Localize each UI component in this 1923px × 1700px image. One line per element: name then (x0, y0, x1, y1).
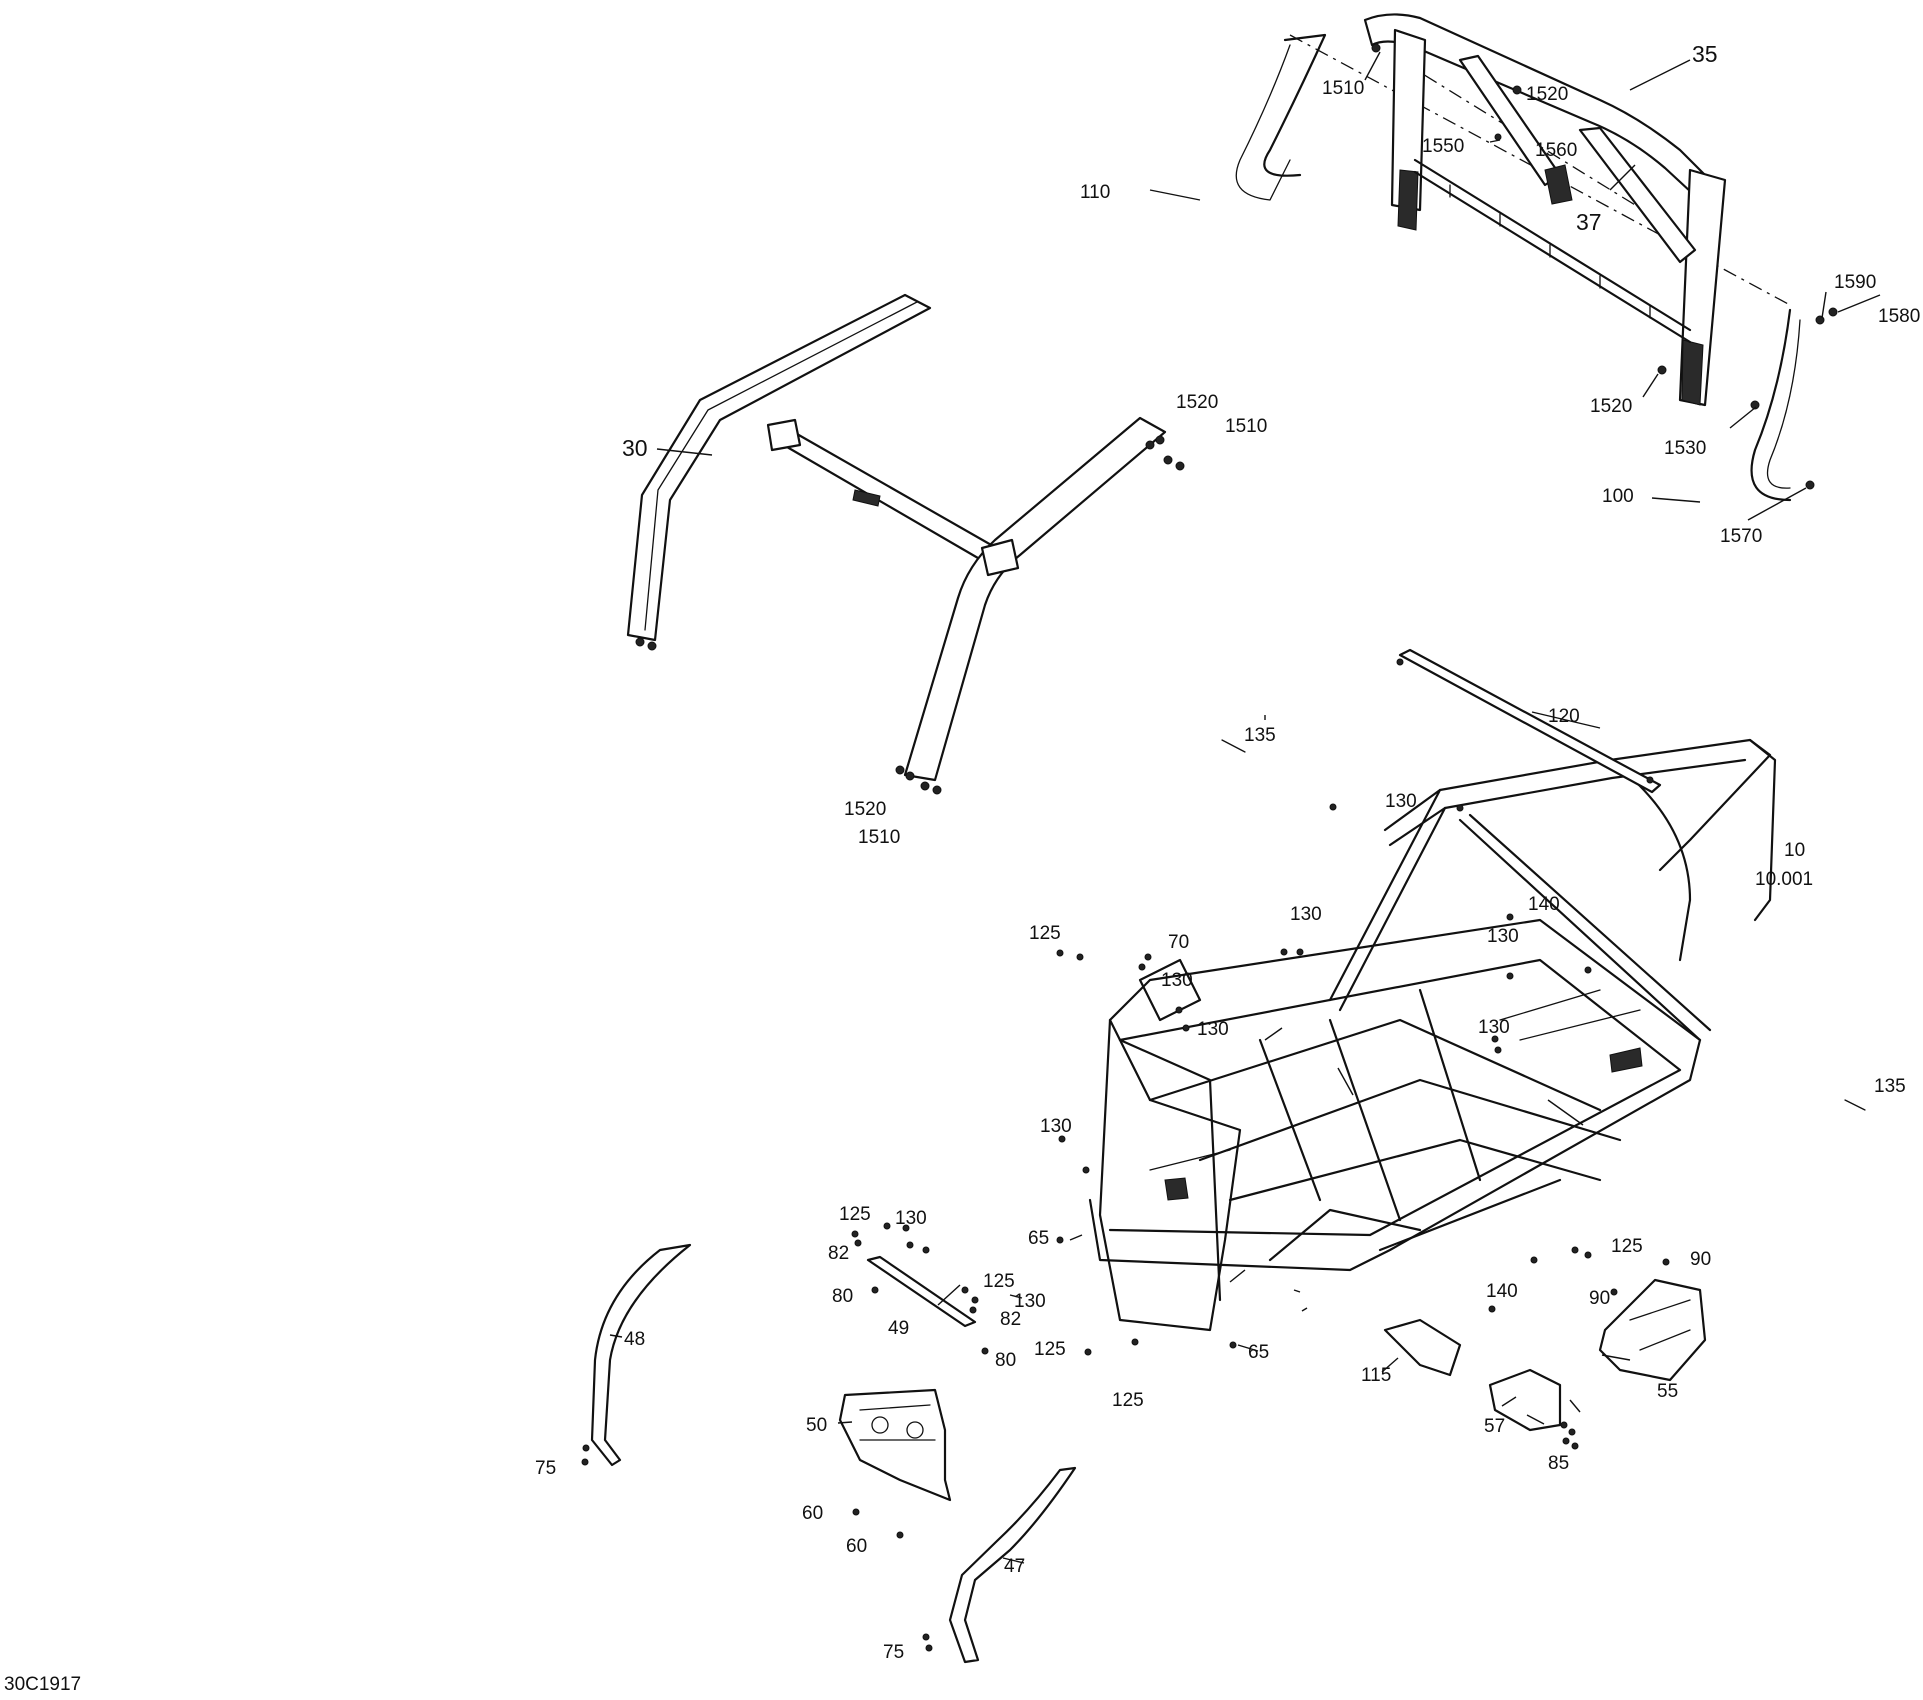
callout-70: 70 (1168, 932, 1189, 953)
callout-1570: 1570 (1720, 526, 1762, 547)
callout-1510-top: 1510 (1322, 78, 1364, 99)
front-cage-bar (626, 293, 1185, 795)
callout-135-a: 135 (1244, 725, 1276, 746)
pin-135-b (1844, 1099, 1866, 1111)
callout-130-f: 130 (1478, 1017, 1510, 1038)
callout-90-a: 90 (1690, 1249, 1711, 1270)
callout-82-a: 82 (828, 1243, 849, 1264)
callout-130-e: 130 (1197, 1019, 1229, 1040)
bracket-115 (1383, 1318, 1462, 1377)
callout-80-a: 80 (832, 1286, 853, 1307)
callout-1530: 1530 (1664, 438, 1706, 459)
pin-135-a (1221, 739, 1246, 753)
callout-125-c: 125 (983, 1271, 1015, 1292)
callout-82-b: 82 (1000, 1309, 1021, 1330)
tube-47 (948, 1466, 1077, 1664)
callout-1550: 1550 (1422, 136, 1464, 157)
callout-125-b: 125 (839, 1204, 871, 1225)
callout-55: 55 (1657, 1381, 1678, 1402)
callout-90-b: 90 (1589, 1288, 1610, 1309)
callout-85: 85 (1548, 1453, 1569, 1474)
callout-125-f: 125 (1611, 1236, 1643, 1257)
callout-80-b: 80 (995, 1350, 1016, 1371)
callout-1560: 1560 (1535, 140, 1577, 161)
callout-1520-top: 1520 (1526, 84, 1568, 105)
callout-130-b: 130 (1290, 904, 1322, 925)
callout-57: 57 (1484, 1416, 1505, 1437)
callout-1510-mid: 1510 (1225, 416, 1267, 437)
tube-48 (590, 1243, 692, 1467)
callout-140: 140 (1528, 894, 1560, 915)
callout-140-b: 140 (1486, 1281, 1518, 1302)
bracket-57 (1488, 1368, 1562, 1432)
callout-49: 49 (888, 1318, 909, 1339)
callout-130-a: 130 (1385, 791, 1417, 812)
callout-48: 48 (624, 1329, 645, 1350)
callout-65-a: 65 (1028, 1228, 1049, 1249)
diagram-reference-code: 30C1917 (4, 1674, 81, 1695)
callout-10: 10 (1784, 840, 1805, 861)
callout-1510-low: 1510 (858, 827, 900, 848)
callout-125-a: 125 (1029, 923, 1061, 944)
callout-50: 50 (806, 1415, 827, 1436)
callout-60-a: 60 (802, 1503, 823, 1524)
plate-49 (866, 1255, 977, 1328)
callout-1520-rear: 1520 (1590, 396, 1632, 417)
callout-125-e: 125 (1112, 1390, 1144, 1411)
leader-lines (609, 51, 1881, 1564)
callout-1520-low: 1520 (844, 799, 886, 820)
callout-1590: 1590 (1834, 272, 1876, 293)
callout-115: 115 (1361, 1365, 1391, 1386)
bracket-55 (1598, 1278, 1707, 1382)
callout-1580: 1580 (1878, 306, 1920, 327)
callout-1520-mid: 1520 (1176, 392, 1218, 413)
callout-47: 47 (1004, 1556, 1025, 1577)
callout-65-b: 65 (1248, 1342, 1269, 1363)
main-frame (1088, 738, 1777, 1332)
callout-125-d: 125 (1034, 1339, 1066, 1360)
callout-37: 37 (1576, 209, 1602, 235)
callout-120: 120 (1548, 706, 1580, 727)
upper-rail-120 (1396, 648, 1662, 794)
callout-130-g: 130 (1040, 1116, 1072, 1137)
callout-135-b: 135 (1874, 1076, 1906, 1097)
callout-130-h: 130 (895, 1208, 927, 1229)
callout-110: 110 (1080, 182, 1110, 203)
fasteners (581, 803, 1670, 1652)
callout-130-c: 130 (1487, 926, 1519, 947)
callout-30: 30 (622, 435, 648, 461)
callout-130-i: 130 (1014, 1291, 1046, 1312)
callout-60-b: 60 (846, 1536, 867, 1557)
rear-cage-assembly (1235, 13, 1838, 502)
callout-75-b: 75 (883, 1642, 904, 1663)
callout-130-d: 130 (1161, 970, 1193, 991)
callouts: 35 37 1510 1520 1550 1560 110 1590 1580 … (4, 41, 1920, 1695)
callout-35: 35 (1692, 41, 1718, 67)
callout-10001: 10.001 (1755, 869, 1813, 890)
callout-100: 100 (1602, 486, 1634, 507)
callout-75-a: 75 (535, 1458, 556, 1479)
bracket-50 (838, 1388, 952, 1502)
